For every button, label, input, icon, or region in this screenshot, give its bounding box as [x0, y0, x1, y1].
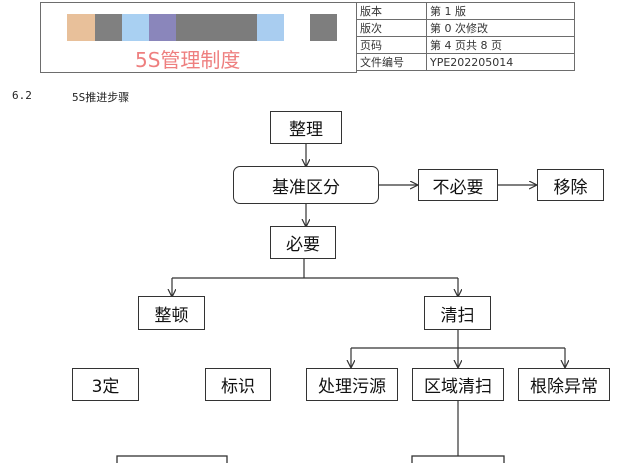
node-zhengdun: 整顿 — [138, 296, 205, 330]
node-genchu-yichang: 根除异常 — [518, 368, 610, 401]
logo-band — [67, 14, 337, 41]
logo-block-1 — [67, 14, 95, 41]
node-buyao: 不必要 — [418, 169, 498, 201]
node-yichu: 移除 — [537, 169, 604, 201]
logo-block-3 — [122, 14, 149, 41]
node-sanding: 3定 — [72, 368, 139, 401]
meta-row: 版本第 1 版 — [356, 2, 575, 20]
node-qingsao: 清扫 — [424, 296, 491, 330]
node-zhengli: 整理 — [270, 111, 342, 144]
logo-block-2 — [95, 14, 122, 41]
node-quyu-qingsao: 区域清扫 — [412, 368, 504, 401]
section-title: 5S推进步骤 — [72, 91, 130, 104]
node-biyao: 必要 — [270, 226, 336, 259]
node-biaoshi: 标识 — [205, 368, 271, 401]
meta-row: 版次第 0 次修改 — [356, 19, 575, 37]
logo-block-9 — [310, 14, 337, 41]
node-chuli-wuyuan: 处理污源 — [306, 368, 398, 401]
doc-title: 5S管理制度 — [135, 48, 241, 72]
meta-value: YPE202205014 — [426, 53, 575, 71]
logo-block-6 — [216, 14, 257, 41]
section-number: 6.2 — [12, 89, 32, 102]
meta-key: 文件编号 — [356, 53, 427, 71]
logo-block-4 — [149, 14, 176, 41]
logo-block-7 — [257, 14, 284, 41]
logo-block-8 — [284, 14, 310, 41]
node-jizhun-quefen: 基准区分 — [233, 166, 379, 204]
logo-block-5 — [176, 14, 216, 41]
